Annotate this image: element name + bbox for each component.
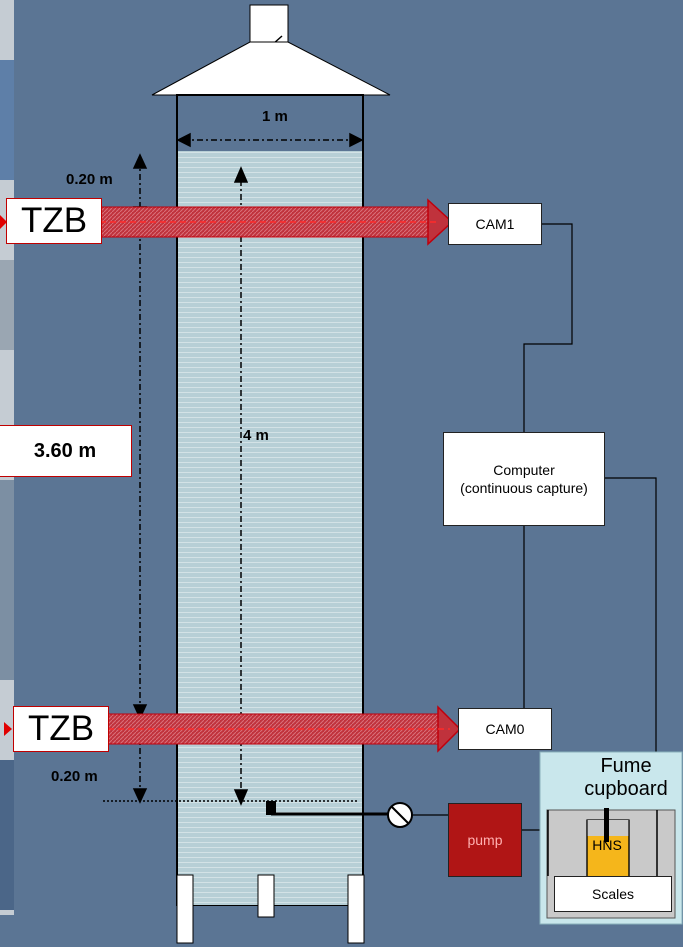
computer-box: Computer (continuous capture): [443, 432, 605, 526]
tzb-separation-box: 3.60 m: [0, 425, 132, 477]
top-offset-label: 0.20 m: [66, 171, 113, 188]
tank-leg: [258, 875, 274, 917]
pump-box: pump: [448, 803, 522, 877]
tzb-bottom-label: TZB: [13, 706, 109, 752]
tank-leg: [348, 875, 364, 943]
bottom-offset-label: 0.20 m: [51, 768, 98, 785]
tzb-separation-dimension: [134, 155, 146, 802]
cam0-box: CAM0: [458, 708, 552, 750]
height-label: 4 m: [243, 427, 269, 444]
fume-cupboard-label: Fume cupboard: [578, 755, 674, 801]
tank-leg: [177, 875, 193, 943]
hns-label: HNS: [590, 837, 624, 854]
width-label: 1 m: [262, 108, 288, 125]
laser-beam-bottom: [108, 707, 460, 751]
scales-box: Scales: [554, 876, 672, 912]
water-column: [178, 151, 362, 905]
tzb-top-label: TZB: [6, 198, 102, 244]
tank-roof: [152, 42, 390, 95]
cam1-box: CAM1: [448, 203, 542, 245]
laser-beam-top: [100, 200, 452, 244]
